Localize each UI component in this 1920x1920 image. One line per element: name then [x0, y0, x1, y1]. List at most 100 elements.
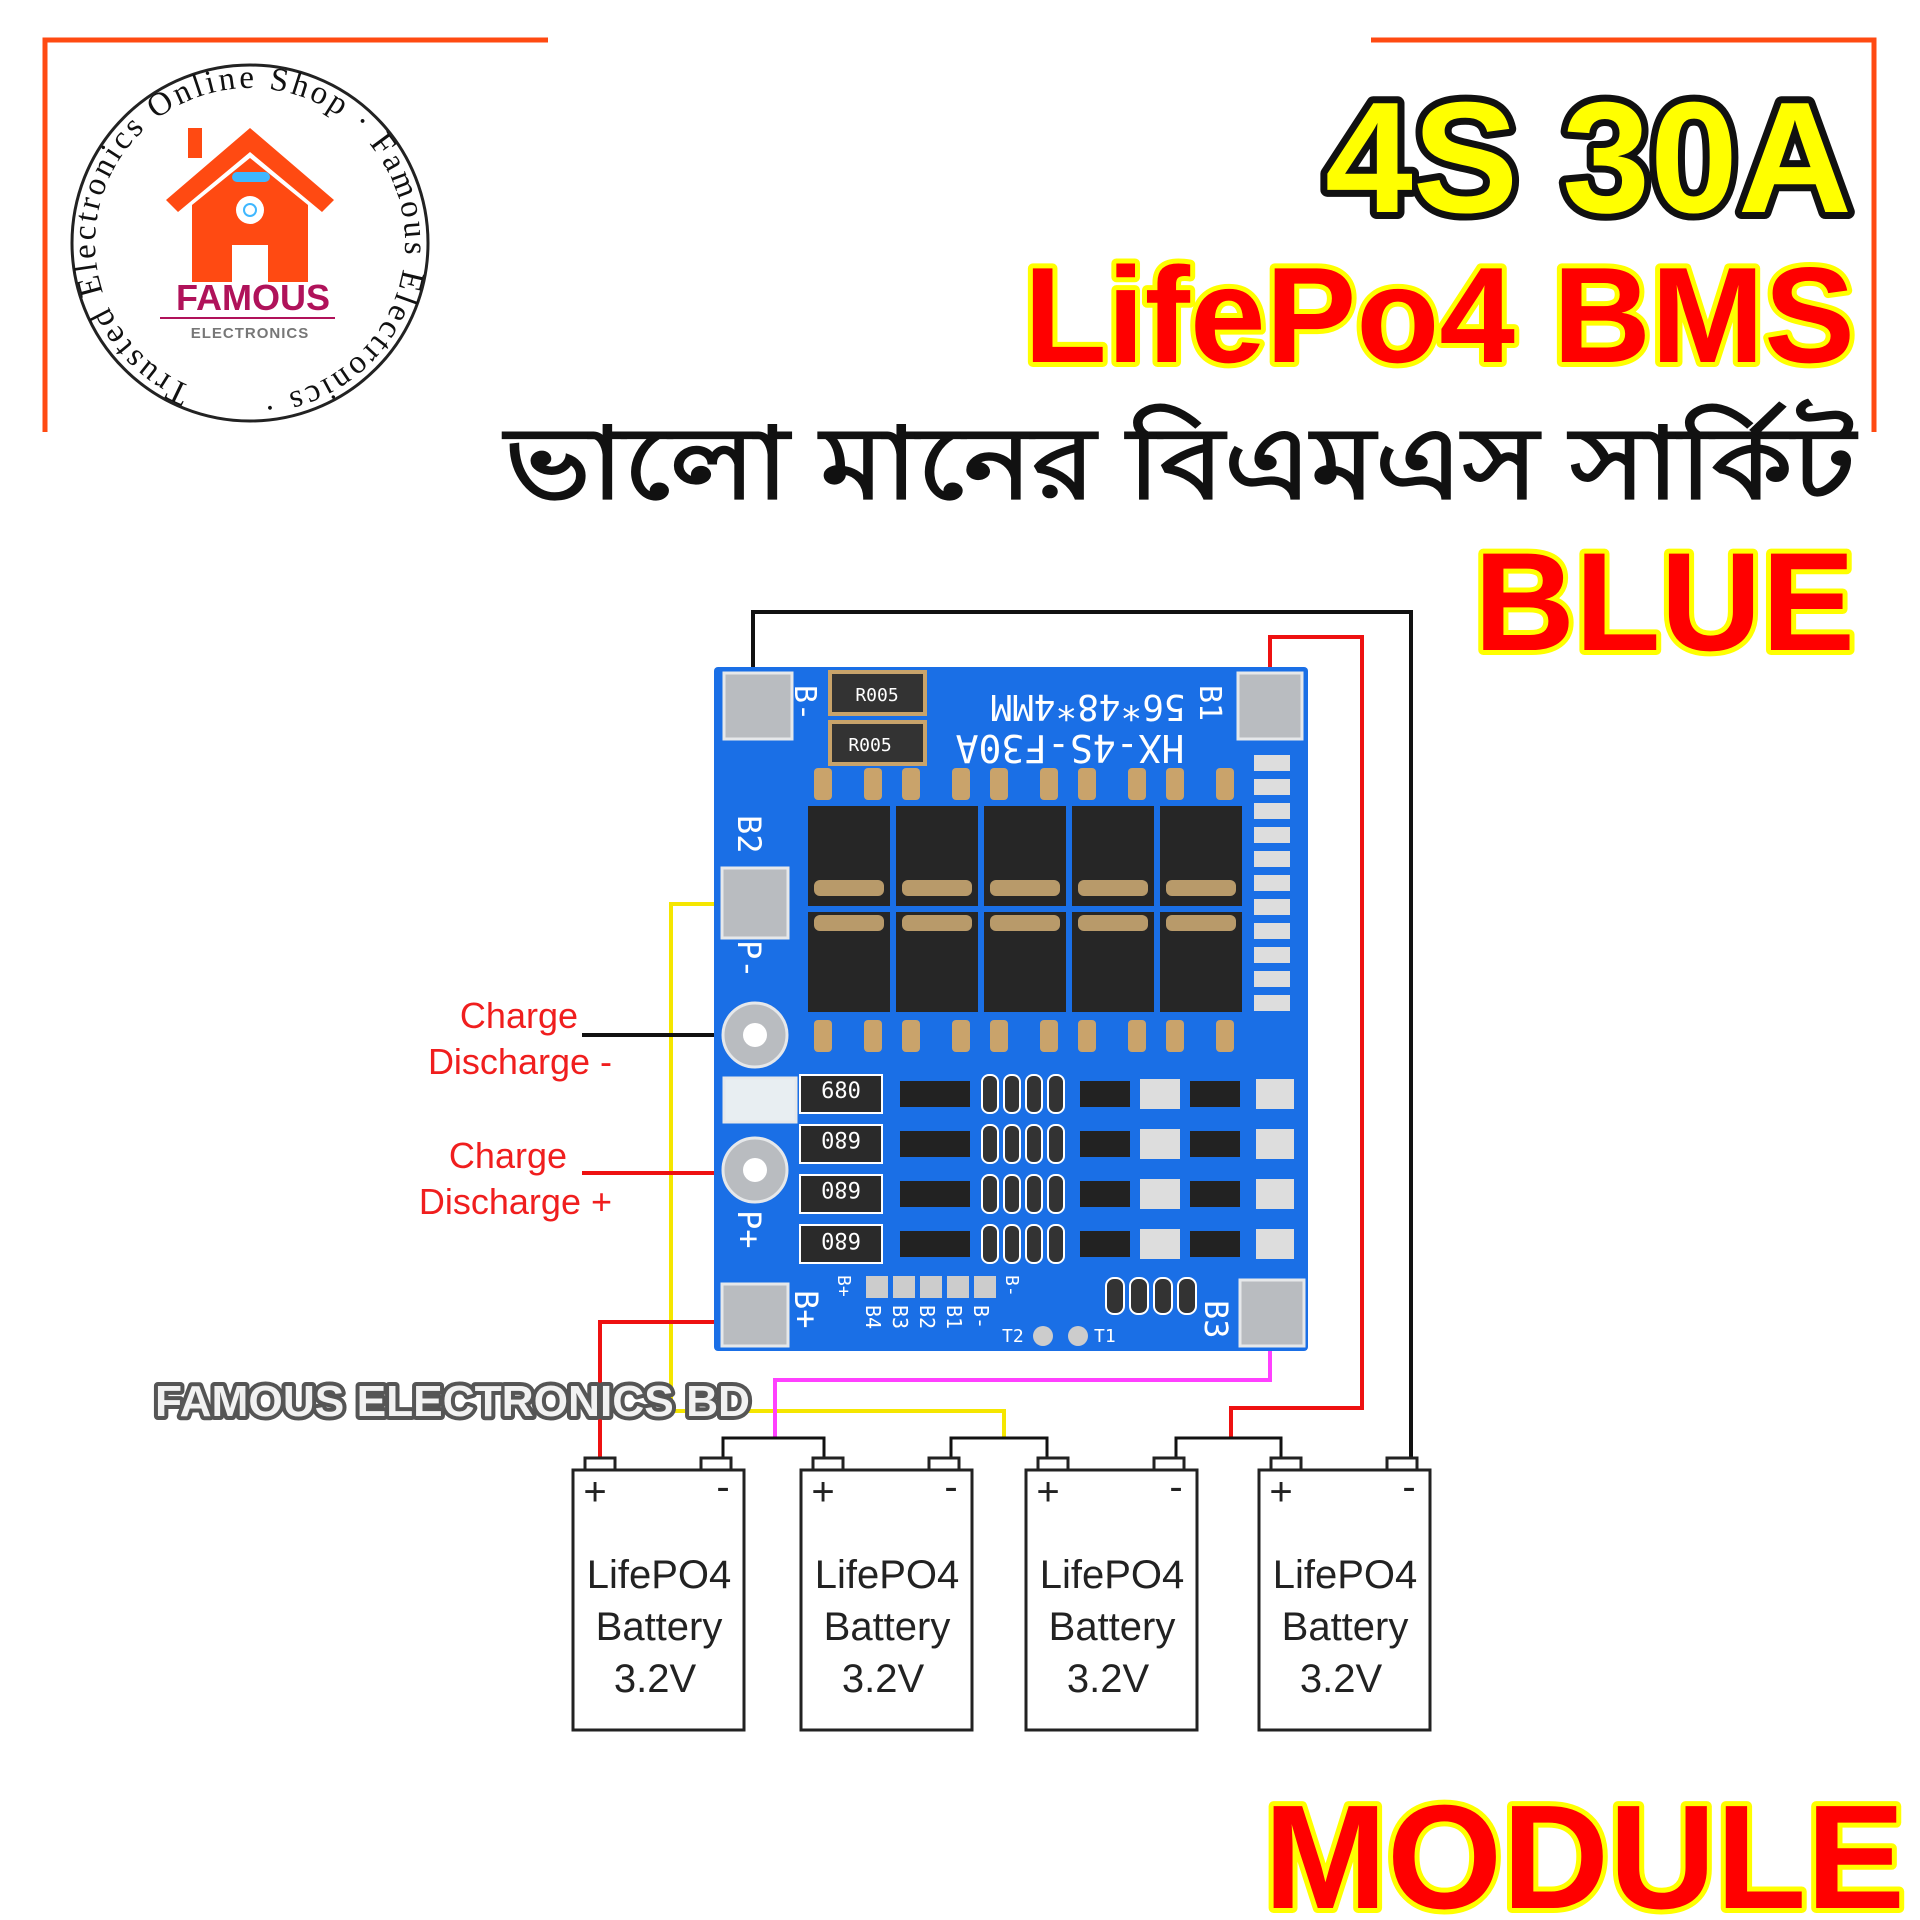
link-2-3	[949, 1436, 1049, 1460]
annotation-plus-line2: Discharge +	[419, 1181, 612, 1222]
battery-plus: +	[811, 1470, 834, 1514]
smd-part	[1256, 1229, 1294, 1259]
mosfet-pin	[902, 1020, 920, 1052]
mosfet-tab	[1078, 880, 1148, 896]
battery-plus: +	[583, 1470, 606, 1514]
frame-lines	[42, 37, 1877, 432]
link-3-4	[1174, 1436, 1283, 1460]
pad-bridge	[722, 1076, 798, 1124]
shunt-resistor	[799, 1124, 883, 1164]
logo-sub: ELECTRONICS	[191, 325, 310, 342]
smd-part	[1254, 755, 1290, 771]
label-r005-1: R005	[855, 685, 898, 706]
annotation-plus-line1: Charge	[449, 1135, 567, 1176]
ic-chip	[900, 1231, 970, 1257]
ic-chip	[900, 1181, 970, 1207]
smd-part	[1140, 1079, 1180, 1109]
smd-part	[1254, 995, 1290, 1011]
battery-body	[1257, 1468, 1432, 1732]
annotation-minus-line2: Discharge -	[428, 1041, 612, 1082]
label-res-3: 680	[821, 1176, 861, 1201]
pad-b2	[720, 866, 790, 940]
label-conn-bminus: B-	[1001, 1275, 1022, 1297]
mosfet-tab	[902, 915, 972, 931]
title-4s-30a: 4S 30A	[1325, 70, 1852, 246]
smd-part	[1025, 1224, 1043, 1264]
mosfet-pin	[1216, 768, 1234, 800]
smd-part	[1254, 899, 1290, 915]
battery-terminal-plus	[1269, 1456, 1303, 1472]
battery-name: LifePO4	[587, 1553, 732, 1597]
shunt-resistor	[799, 1074, 883, 1114]
label-t2: T2	[1002, 1326, 1024, 1347]
mosfet-pin	[990, 1020, 1008, 1052]
wire-b3	[773, 1345, 1272, 1438]
smd-part	[1140, 1129, 1180, 1159]
title-lifepo4-bms: LifePo4 BMS	[1024, 239, 1855, 391]
label-board-size: 56*48*4MM	[990, 686, 1185, 727]
connector-pin	[920, 1276, 942, 1298]
annotation-minus-line1: Charge	[460, 995, 578, 1036]
mosfet-tab	[990, 915, 1060, 931]
label-res-2: 680	[821, 1126, 861, 1151]
battery-type: Battery	[1282, 1605, 1409, 1649]
mosfet-tab	[902, 880, 972, 896]
smd-part	[1047, 1224, 1065, 1264]
label-conn-pin-3: B2	[915, 1305, 939, 1329]
mosfet-pin	[1166, 1020, 1184, 1052]
battery-terminal-plus	[1036, 1456, 1070, 1472]
smd-part	[1047, 1174, 1065, 1214]
ic-chip	[900, 1081, 970, 1107]
smd-part	[1047, 1074, 1065, 1114]
title-blue: BLUE	[1474, 523, 1855, 680]
ic-chip	[1080, 1081, 1130, 1107]
board-components	[799, 755, 1294, 1315]
house-icon	[166, 128, 334, 282]
shunt-resistor	[799, 1174, 883, 1214]
mosfet-pin	[1128, 768, 1146, 800]
label-conn-pin-2: B3	[888, 1305, 912, 1329]
label-b3: B3	[1197, 1300, 1235, 1339]
smd-part	[1254, 779, 1290, 795]
battery-name: LifePO4	[1273, 1553, 1418, 1597]
smd-part	[1254, 923, 1290, 939]
smd-part	[981, 1124, 999, 1164]
mosfet-pin	[952, 1020, 970, 1052]
wire-b1	[1229, 635, 1364, 1438]
wire-b-minus	[751, 610, 1413, 1460]
mosfet-pin	[952, 768, 970, 800]
smd-part	[1254, 971, 1290, 987]
smd-part	[1003, 1174, 1021, 1214]
smd-part	[1003, 1224, 1021, 1264]
mosfet-pin	[1078, 1020, 1096, 1052]
label-b2: B2	[730, 815, 768, 854]
smd-part	[1177, 1277, 1197, 1315]
label-b-minus: B-	[787, 685, 822, 721]
smd-part	[1254, 827, 1290, 843]
test-point-t1	[1068, 1326, 1088, 1346]
pad-b-minus	[722, 671, 794, 741]
label-board-model: HX-4S-F30A	[955, 726, 1184, 770]
wire-b2	[669, 902, 1006, 1438]
label-conn-pin-5: B-	[969, 1305, 993, 1329]
ic-chip	[900, 1131, 970, 1157]
smd-part	[1256, 1179, 1294, 1209]
mosfet-tab	[814, 880, 884, 896]
smd-part	[1003, 1074, 1021, 1114]
logo-brand: FAMOUS	[176, 277, 330, 318]
mosfet-pin	[814, 1020, 832, 1052]
title-bengali: ভালো মানের বিএমএস সার্কিট	[502, 399, 1859, 520]
connector-pin	[947, 1276, 969, 1298]
battery-minus: -	[716, 1465, 729, 1509]
ic-chip	[1080, 1231, 1130, 1257]
smd-part	[1254, 803, 1290, 819]
battery-plus: +	[1269, 1470, 1292, 1514]
smd-part	[1025, 1074, 1043, 1114]
battery-plus: +	[1036, 1470, 1059, 1514]
mosfet-pin	[1128, 1020, 1146, 1052]
battery-voltage: 3.2V	[1300, 1657, 1383, 1701]
ic-chip	[1080, 1181, 1130, 1207]
